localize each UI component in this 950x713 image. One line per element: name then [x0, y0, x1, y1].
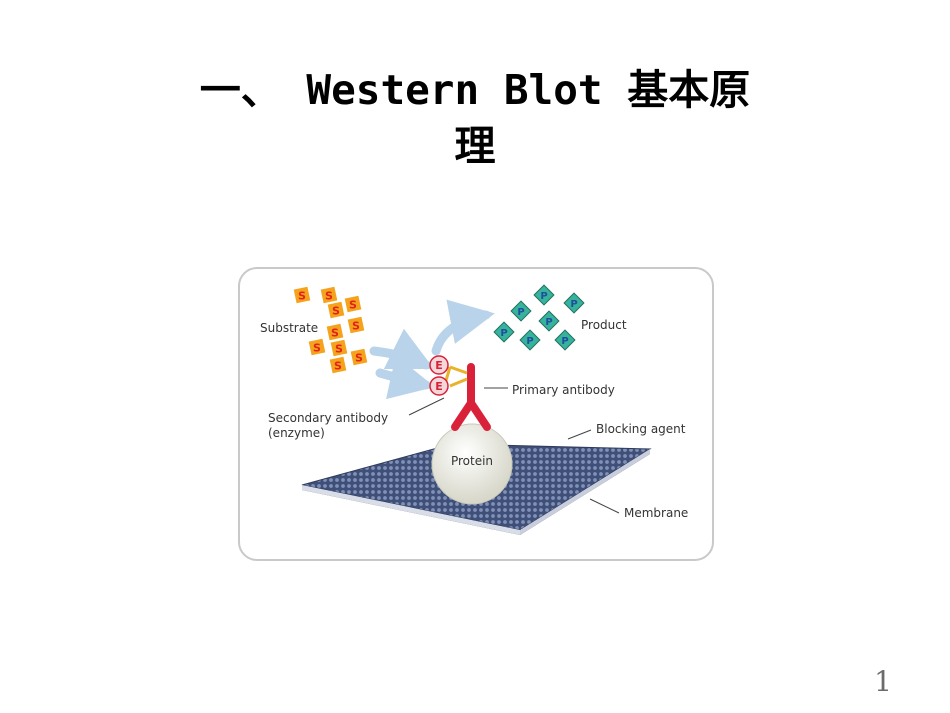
svg-text:P: P — [570, 299, 577, 310]
blocking-agent-label: Blocking agent — [596, 422, 686, 436]
page-number: 1 — [874, 665, 892, 698]
enzyme-molecule: E — [429, 376, 449, 396]
slide-title-line-1: 一、 Western Blot 基本原 — [199, 66, 751, 114]
protein-label: Protein — [451, 454, 493, 468]
secondary-antibody-label: Secondary antibody — [268, 411, 388, 425]
svg-text:S: S — [298, 290, 306, 303]
svg-text:P: P — [540, 291, 547, 302]
primary-antibody — [451, 363, 491, 431]
product-molecule: P — [563, 292, 585, 314]
svg-text:S: S — [331, 327, 339, 340]
substrate-molecule: S — [347, 316, 365, 334]
product-label: Product — [581, 318, 627, 332]
svg-text:S: S — [349, 299, 357, 312]
slide-title: 一、 Western Blot 基本原 理 — [150, 62, 800, 174]
substrate-label: Substrate — [260, 321, 318, 335]
substrate-molecule: S — [327, 301, 345, 319]
svg-text:S: S — [352, 320, 360, 333]
svg-text:S: S — [334, 360, 342, 373]
svg-text:P: P — [500, 328, 507, 339]
svg-text:P: P — [517, 307, 524, 318]
svg-text:S: S — [332, 305, 340, 318]
substrate-molecule: S — [326, 323, 344, 341]
svg-text:E: E — [435, 380, 443, 393]
product-molecule: P — [510, 300, 532, 322]
enzyme-molecule: E — [429, 355, 449, 375]
substrate-molecule: S — [344, 295, 362, 313]
reaction-arrows — [369, 299, 495, 400]
substrate-molecule: S — [293, 286, 311, 304]
membrane-leader — [589, 498, 620, 514]
protein — [431, 423, 513, 505]
product-group: P P P P P P P — [493, 284, 585, 351]
substrate-molecule: S — [320, 286, 338, 304]
primary-antibody-label: Primary antibody — [512, 383, 615, 397]
svg-text:S: S — [355, 352, 363, 365]
substrate-molecule: S — [350, 348, 368, 366]
enzyme-group: E E — [429, 355, 449, 396]
membrane-label: Membrane — [624, 506, 688, 520]
product-molecule: P — [519, 329, 541, 351]
blocking-agent-leader — [567, 429, 592, 440]
product-molecule: P — [533, 284, 555, 306]
svg-text:P: P — [545, 317, 552, 328]
western-blot-diagram: S S S S S S S — [238, 267, 714, 561]
product-molecule: P — [493, 321, 515, 343]
product-molecule: P — [538, 310, 560, 332]
svg-text:S: S — [335, 343, 343, 356]
svg-text:E: E — [435, 359, 443, 372]
western-blot-illustration: S S S S S S S — [238, 267, 714, 561]
svg-text:S: S — [313, 342, 321, 355]
substrate-group: S S S S S S S — [293, 286, 368, 374]
substrate-molecule: S — [330, 339, 348, 357]
secondary-antibody-leader — [408, 397, 445, 416]
substrate-molecule: S — [329, 356, 347, 374]
slide-title-line-2: 理 — [454, 122, 496, 170]
substrate-molecule: S — [308, 338, 326, 356]
svg-text:P: P — [561, 336, 568, 347]
svg-text:S: S — [325, 290, 333, 303]
product-molecule: P — [554, 329, 576, 351]
svg-text:P: P — [526, 336, 533, 347]
secondary-antibody-sublabel: (enzyme) — [268, 426, 325, 440]
